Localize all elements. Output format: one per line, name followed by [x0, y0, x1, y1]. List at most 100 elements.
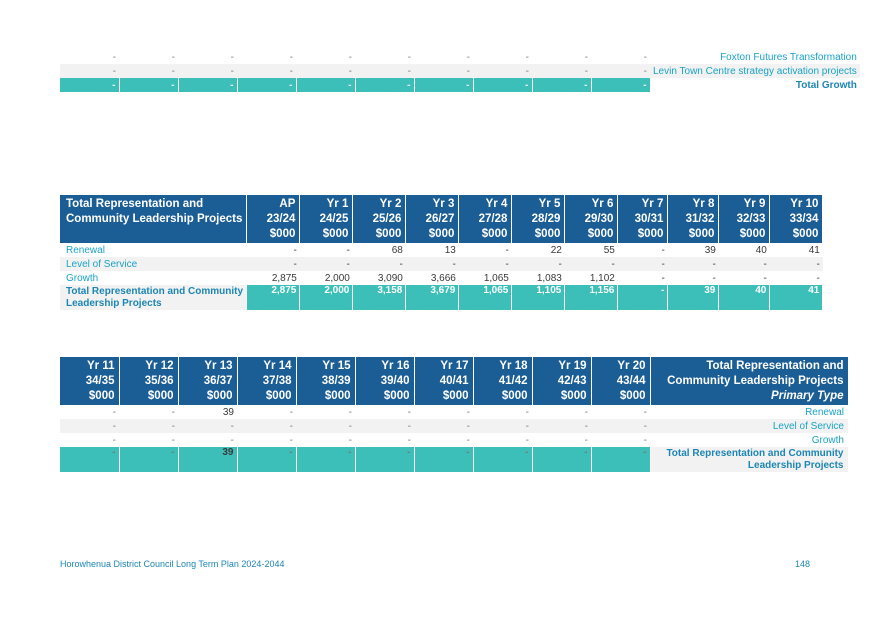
value-cell: -: [643, 434, 647, 446]
value-cell: -: [525, 434, 529, 446]
value-cell: 2,000: [299, 285, 354, 310]
value-cell: 40: [718, 285, 771, 310]
value-cell: 55: [603, 244, 615, 256]
value-cell: 39: [667, 285, 720, 310]
column-header-line: 25/26: [372, 213, 402, 225]
value-cell: -: [532, 78, 592, 92]
value-cell: -: [532, 419, 591, 433]
value-cell: -: [348, 406, 352, 418]
value-cell: 39: [704, 244, 716, 256]
column-header-line: 23/24: [266, 213, 296, 225]
value-cell: 39: [178, 447, 238, 472]
row-label: Level of Service: [60, 257, 247, 271]
value-cell: 3,679: [405, 285, 460, 310]
value-cell: -: [60, 64, 119, 78]
column-header-line: $000: [534, 228, 561, 240]
row-label: Level of Service: [650, 419, 848, 433]
table-row: Level of Service-----------: [60, 257, 823, 271]
column-header-line: Yr 4: [485, 198, 508, 210]
value-cell: -: [591, 447, 651, 472]
value-cell: -: [473, 78, 533, 92]
column-header-line: Yr 9: [743, 198, 766, 210]
column-header-line: 42/43: [557, 375, 587, 387]
value-cell: -: [60, 447, 120, 472]
value-cell: -: [112, 51, 116, 63]
value-cell: -: [237, 78, 297, 92]
value-cell: -: [405, 257, 459, 271]
column-header-line: 31/32: [685, 213, 715, 225]
value-cell: -: [584, 434, 588, 446]
value-cell: -: [763, 272, 767, 284]
value-cell: -: [525, 406, 529, 418]
column-header-line: Yr 3: [432, 198, 455, 210]
column-header: Yr 2 25/26 $000: [352, 195, 407, 243]
value-cell: -: [348, 434, 352, 446]
value-cell: -: [532, 64, 591, 78]
column-header-line: $000: [560, 390, 587, 402]
column-header-line: Yr 14: [263, 360, 292, 372]
value-cell: -: [667, 257, 719, 271]
column-header-line: $000: [269, 228, 296, 240]
value-cell: -: [230, 51, 234, 63]
value-cell: -: [355, 447, 415, 472]
value-cell: -: [584, 406, 588, 418]
value-cell: 41: [769, 285, 824, 310]
value-cell: -: [299, 257, 353, 271]
value-cell: 41: [808, 244, 820, 256]
value-cell: -: [171, 434, 175, 446]
value-cell: -: [617, 285, 669, 310]
row-label: Growth: [66, 272, 99, 284]
column-header-line: 28/29: [531, 213, 561, 225]
value-cell: -: [718, 257, 770, 271]
value-cell: 1,083: [536, 272, 562, 284]
row-label: Levin Town Centre strategy activation pr…: [650, 64, 860, 78]
column-header-line: Yr 2: [379, 198, 402, 210]
table-row: ----------Growth: [60, 433, 848, 447]
column-header-line: Yr 1: [326, 198, 349, 210]
value-cell: -: [466, 51, 470, 63]
value-cell: -: [289, 434, 293, 446]
value-cell: -: [407, 51, 411, 63]
table-row: --39-------Renewal: [60, 405, 848, 419]
value-cell: -: [769, 257, 823, 271]
value-cell: 68: [391, 244, 403, 256]
value-cell: -: [178, 64, 237, 78]
column-header-line: $000: [375, 228, 402, 240]
value-cell: -: [511, 257, 565, 271]
value-cell: 1,102: [589, 272, 615, 284]
growth-summary-block: ----------Foxton Futures Transformation-…: [60, 50, 860, 92]
value-cell: -: [348, 51, 352, 63]
column-header-line: $000: [688, 228, 715, 240]
value-cell: -: [473, 419, 532, 433]
value-cell: -: [473, 64, 532, 78]
column-header-line: 43/44: [616, 375, 646, 387]
value-cell: -: [466, 406, 470, 418]
table-title-line: Community Leadership Projects: [667, 375, 844, 387]
value-cell: -: [171, 51, 175, 63]
value-cell: -: [355, 78, 415, 92]
column-header-line: 38/39: [321, 375, 351, 387]
value-cell: -: [178, 419, 237, 433]
page-number: 148: [794, 559, 810, 569]
column-header-line: Yr 18: [499, 360, 528, 372]
value-cell: -: [712, 272, 716, 284]
value-cell: 39: [222, 406, 234, 418]
value-cell: -: [591, 64, 650, 78]
column-header-line: Yr 17: [440, 360, 469, 372]
column-header-line: Yr 10: [790, 198, 819, 210]
column-header-line: 37/38: [262, 375, 292, 387]
column-header-line: Yr 12: [145, 360, 174, 372]
column-header-line: $000: [265, 390, 292, 402]
column-header-line: 40/41: [439, 375, 469, 387]
